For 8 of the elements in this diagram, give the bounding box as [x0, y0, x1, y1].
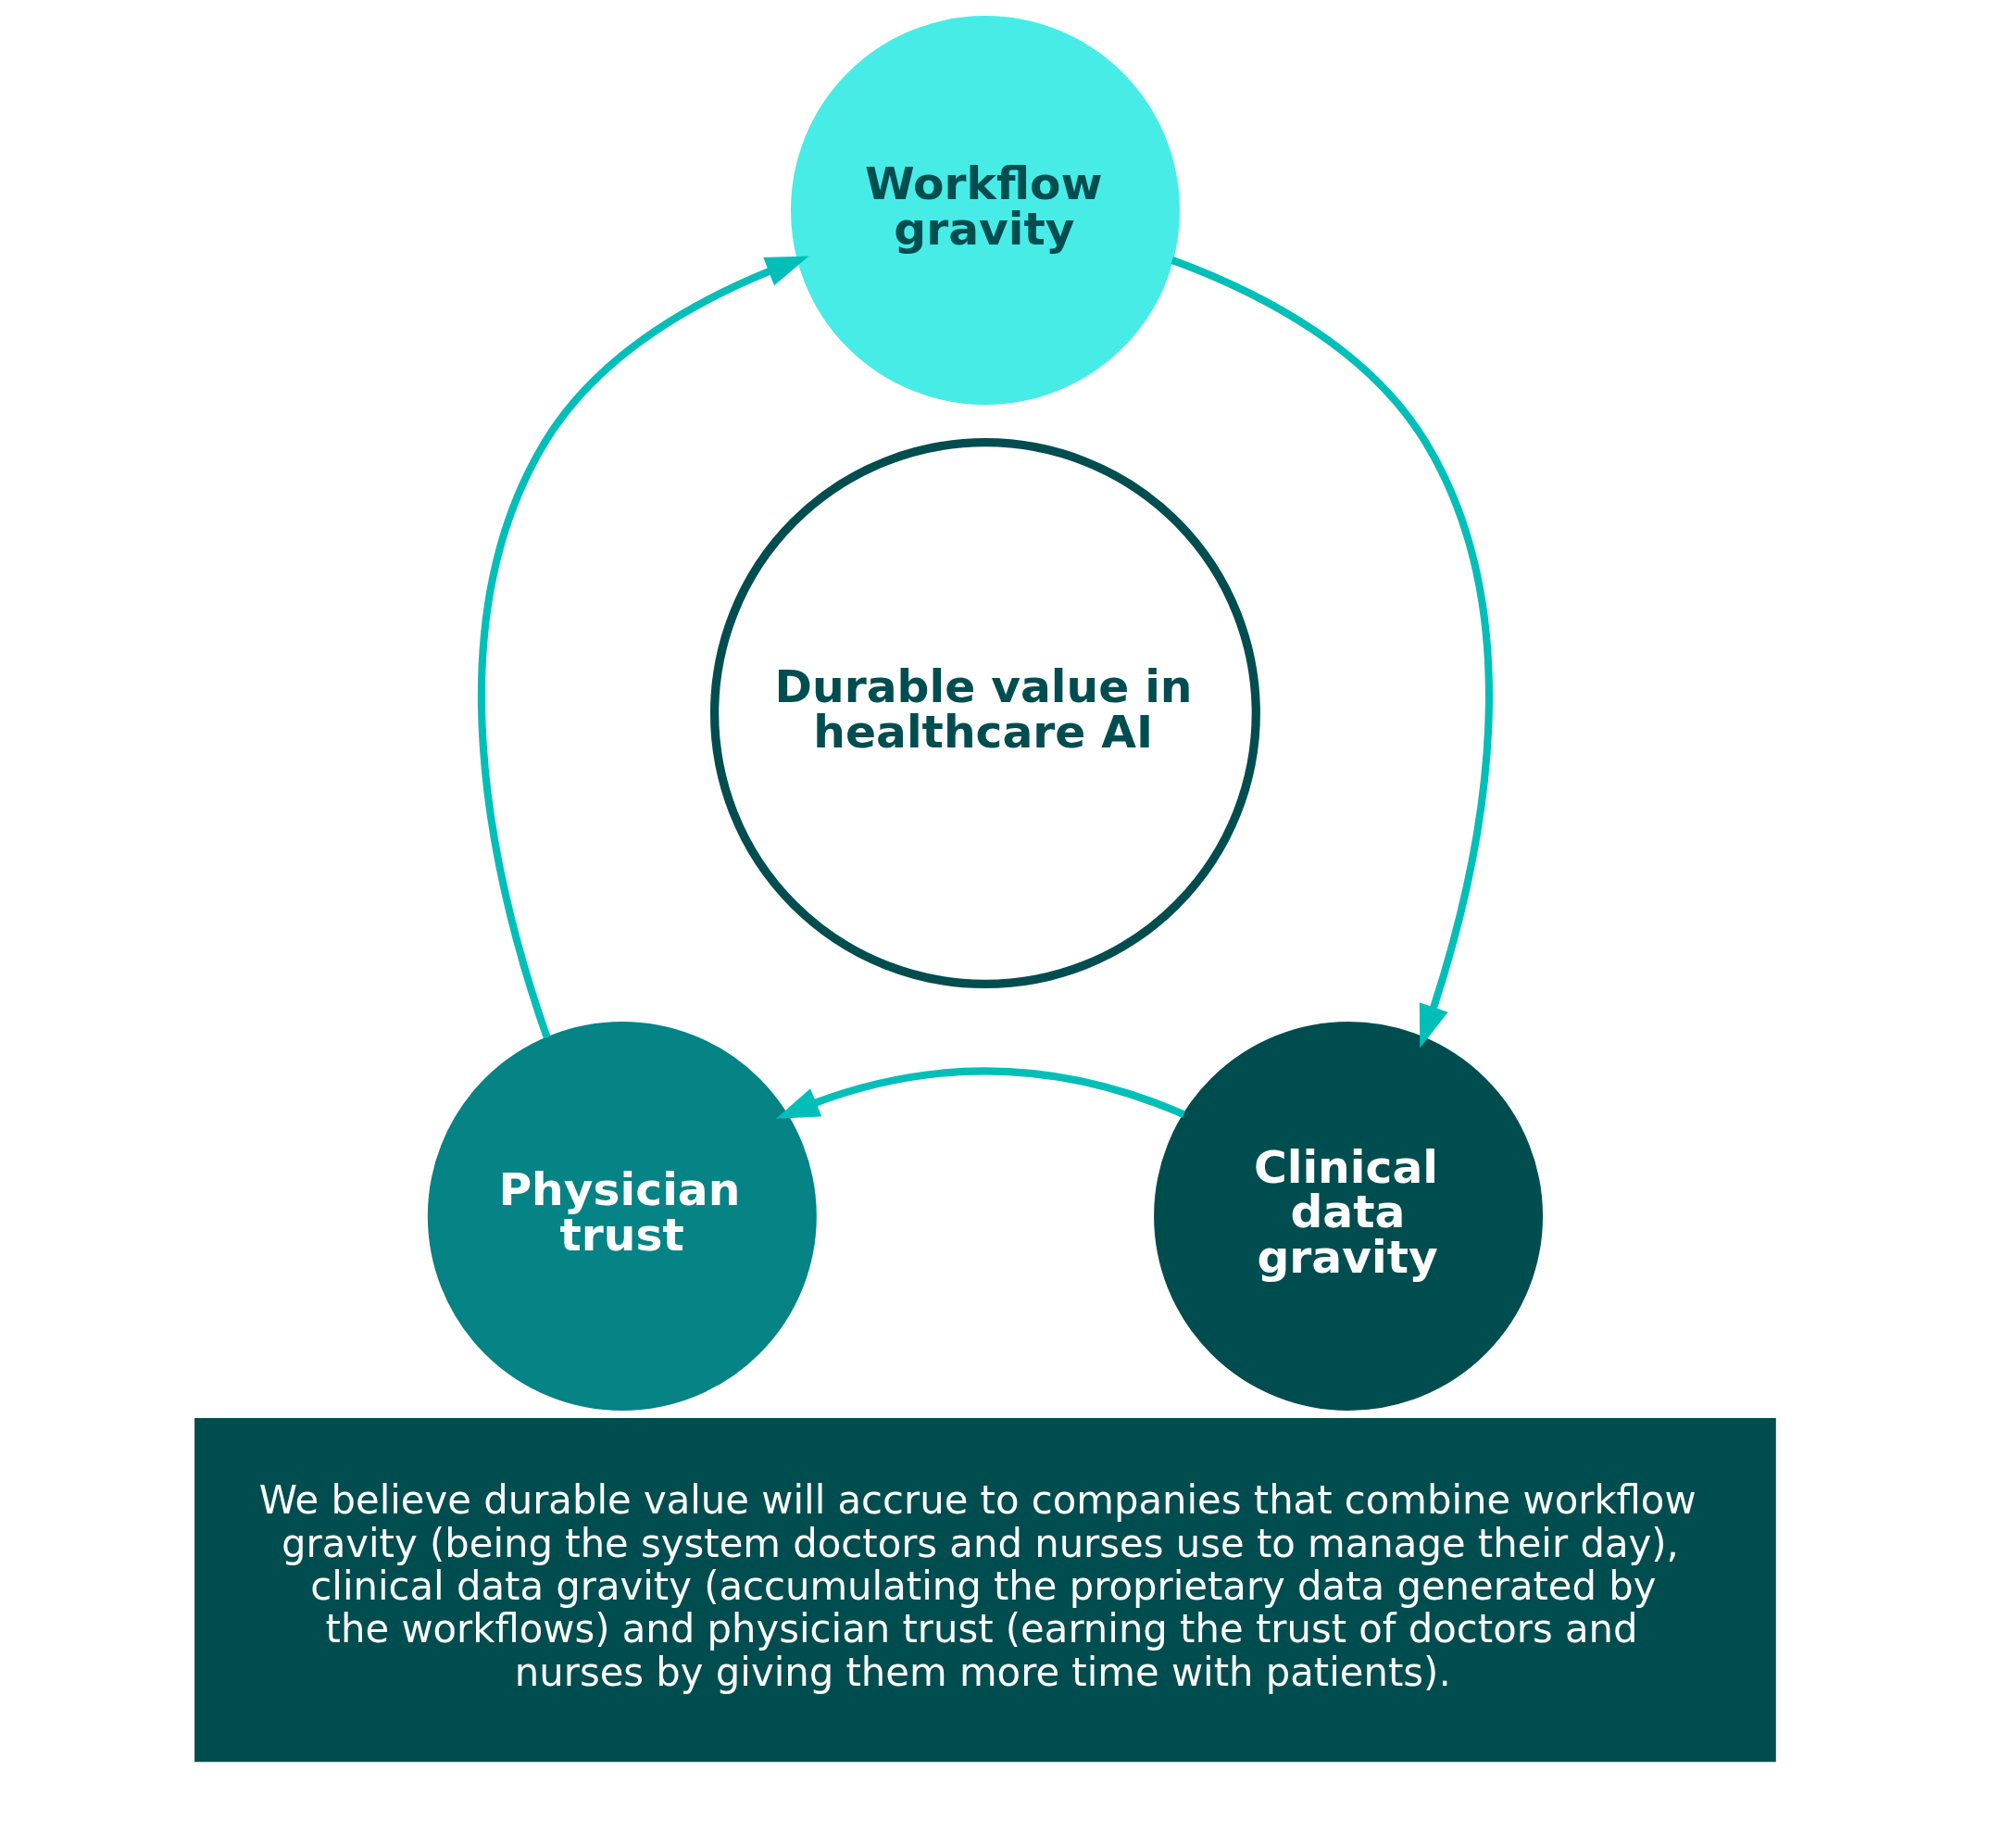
- arrow: [477, 255, 809, 1038]
- node-circle: Clinical data gravity: [1153, 1021, 1543, 1411]
- arrow: [775, 1067, 1185, 1119]
- node-circle: Workflow gravity: [790, 15, 1180, 405]
- node-circle: Physician trust: [427, 1021, 817, 1411]
- arrow: [1170, 256, 1493, 1048]
- caption: We believe durable value will accrue to companies that combine workflow gravity (being the system doctors and nurses use to manage their day), clinical data gravity (accumulating the proprietary data generated by the workflows) and physician trust (earning the trust of doctors and nurses by giving them more time with patients).: [258, 1476, 1697, 1695]
- node-circle: Durable value in healthcare AI: [709, 437, 1260, 988]
